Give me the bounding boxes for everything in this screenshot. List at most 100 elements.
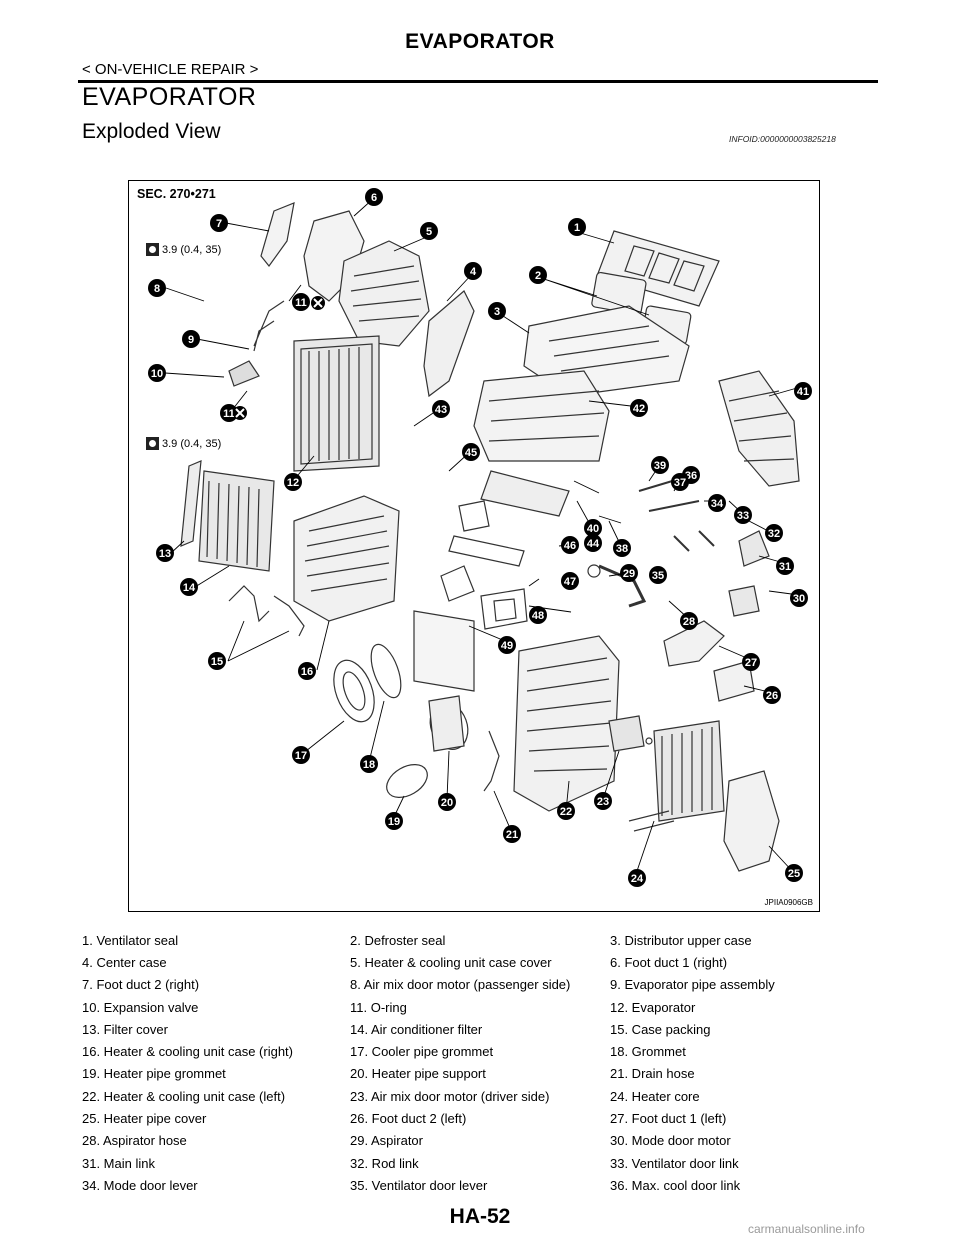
part-entry: 17. Cooler pipe grommet [350, 1044, 494, 1060]
part-entry: 23. Air mix door motor (driver side) [350, 1088, 550, 1104]
callout-circle [568, 218, 586, 236]
callout-circle [651, 456, 669, 474]
callout-label: 16 [301, 666, 313, 678]
part-entry: 3. Distributor upper case [610, 932, 752, 948]
callout-circle [210, 214, 228, 232]
running-title: EVAPORATOR [405, 30, 555, 53]
callout-circle [765, 524, 783, 542]
callout-circle [776, 557, 794, 575]
callout-circle [220, 404, 238, 422]
callout-label: 31 [779, 561, 791, 573]
callout-circle [561, 536, 579, 554]
callout-circle [156, 544, 174, 562]
callout-circle [148, 279, 166, 297]
callout-circle [742, 653, 760, 671]
callout-label: 49 [501, 640, 513, 652]
callout-circle [785, 864, 803, 882]
watermark: carmanualsonline.info [748, 1222, 865, 1236]
callout-label: 13 [159, 548, 171, 560]
callout-label: 32 [768, 528, 780, 540]
part-entry: 32. Rod link [350, 1155, 419, 1171]
heater-unit-case-left-part [413, 610, 620, 812]
torque-spec-top-value: 3.9 (0.4, 35) [162, 243, 222, 256]
callout-circle [628, 869, 646, 887]
callout-circle [438, 793, 456, 811]
callout-label: 27 [745, 657, 757, 669]
callout-label: 12 [287, 477, 299, 489]
part-entry: 19. Heater pipe grommet [82, 1066, 226, 1082]
torque-spec-top: 3.9 (0.4, 35) [146, 243, 221, 256]
callout-label: 37 [674, 477, 686, 489]
callout-label: 11 [223, 408, 235, 420]
callout-label: 34 [711, 498, 724, 510]
center-case-part [423, 290, 475, 398]
torque-spec-bottom-value: 3.9 (0.4, 35) [162, 437, 222, 450]
part-entry: 35. Ventilator door lever [350, 1177, 488, 1193]
part-entry: 18. Grommet [610, 1044, 686, 1060]
callout-circle [584, 534, 602, 552]
callout-circle [734, 506, 752, 524]
part-entry: 7. Foot duct 2 (right) [82, 977, 200, 993]
callout-label: 23 [597, 796, 609, 808]
callout-circle [763, 686, 781, 704]
callout-label: 11 [295, 297, 307, 309]
part-entry: 14. Air conditioner filter [350, 1021, 483, 1037]
part-entry: 6. Foot duct 1 (right) [610, 954, 728, 970]
callout-circle [385, 812, 403, 830]
callout-circle [182, 330, 200, 348]
callout-label: 22 [560, 806, 572, 818]
callout-circle [503, 825, 521, 843]
callout-circle [680, 612, 698, 630]
figure-section-label: SEC. 270•271 [137, 187, 216, 201]
callout-label: 33 [737, 510, 749, 522]
callout-label: 14 [183, 582, 196, 594]
callout-label: 20 [441, 797, 453, 809]
callout-label: 7 [216, 218, 222, 230]
part-entry: 1. Ventilator seal [82, 932, 179, 948]
parts-row: 25. Heater pipe cover 26. Foot duct 2 (le… [82, 1107, 882, 1129]
callout-label: 3 [494, 306, 500, 318]
foot-duct-left-parts [663, 620, 755, 702]
part-entry: 21. Drain hose [610, 1066, 695, 1082]
wrench-icon [146, 243, 159, 256]
parts-row: 31. Main link 32. Rod link 33. Ventilator … [82, 1152, 882, 1174]
part-entry: 34. Mode door lever [82, 1177, 198, 1193]
part-entry: 25. Heater pipe cover [82, 1111, 207, 1127]
callout-circle [298, 662, 316, 680]
callout-circle [360, 755, 378, 773]
part-entry: 8. Air mix door motor (passenger side) [350, 977, 571, 993]
callout-circle [284, 473, 302, 491]
callout-circle [180, 578, 198, 596]
callout-label: 30 [793, 593, 805, 605]
callout-label: 40 [587, 523, 599, 535]
part-entry: 31. Main link [82, 1155, 155, 1171]
callout-circle [432, 400, 450, 418]
header-rule [78, 80, 878, 83]
callout-label: 43 [435, 404, 447, 416]
part-entry: 13. Filter cover [82, 1021, 168, 1037]
callout-label: 18 [363, 759, 375, 771]
callout-badges: 1234567891011111213141516171819202122232… [148, 188, 812, 887]
defroster-seal-part [591, 271, 692, 345]
part-entry: 33. Ventilator door link [610, 1155, 739, 1171]
callout-circle [498, 636, 516, 654]
callout-label: 47 [564, 576, 576, 588]
callout-label: 29 [623, 568, 635, 580]
part-entry: 27. Foot duct 1 (left) [610, 1111, 727, 1127]
part-entry: 26. Foot duct 2 (left) [350, 1111, 467, 1127]
callout-label: 42 [633, 403, 645, 415]
callout-label: 45 [465, 447, 477, 459]
callout-circle [529, 606, 547, 624]
callout-circle [529, 266, 547, 284]
callout-circle [292, 746, 310, 764]
callout-circle [708, 494, 726, 512]
callout-circle [620, 564, 638, 582]
callout-circle [462, 443, 480, 461]
part-entry: 30. Mode door motor [610, 1133, 731, 1149]
page-number: HA-52 [449, 1205, 511, 1228]
callout-label: 15 [211, 656, 223, 668]
